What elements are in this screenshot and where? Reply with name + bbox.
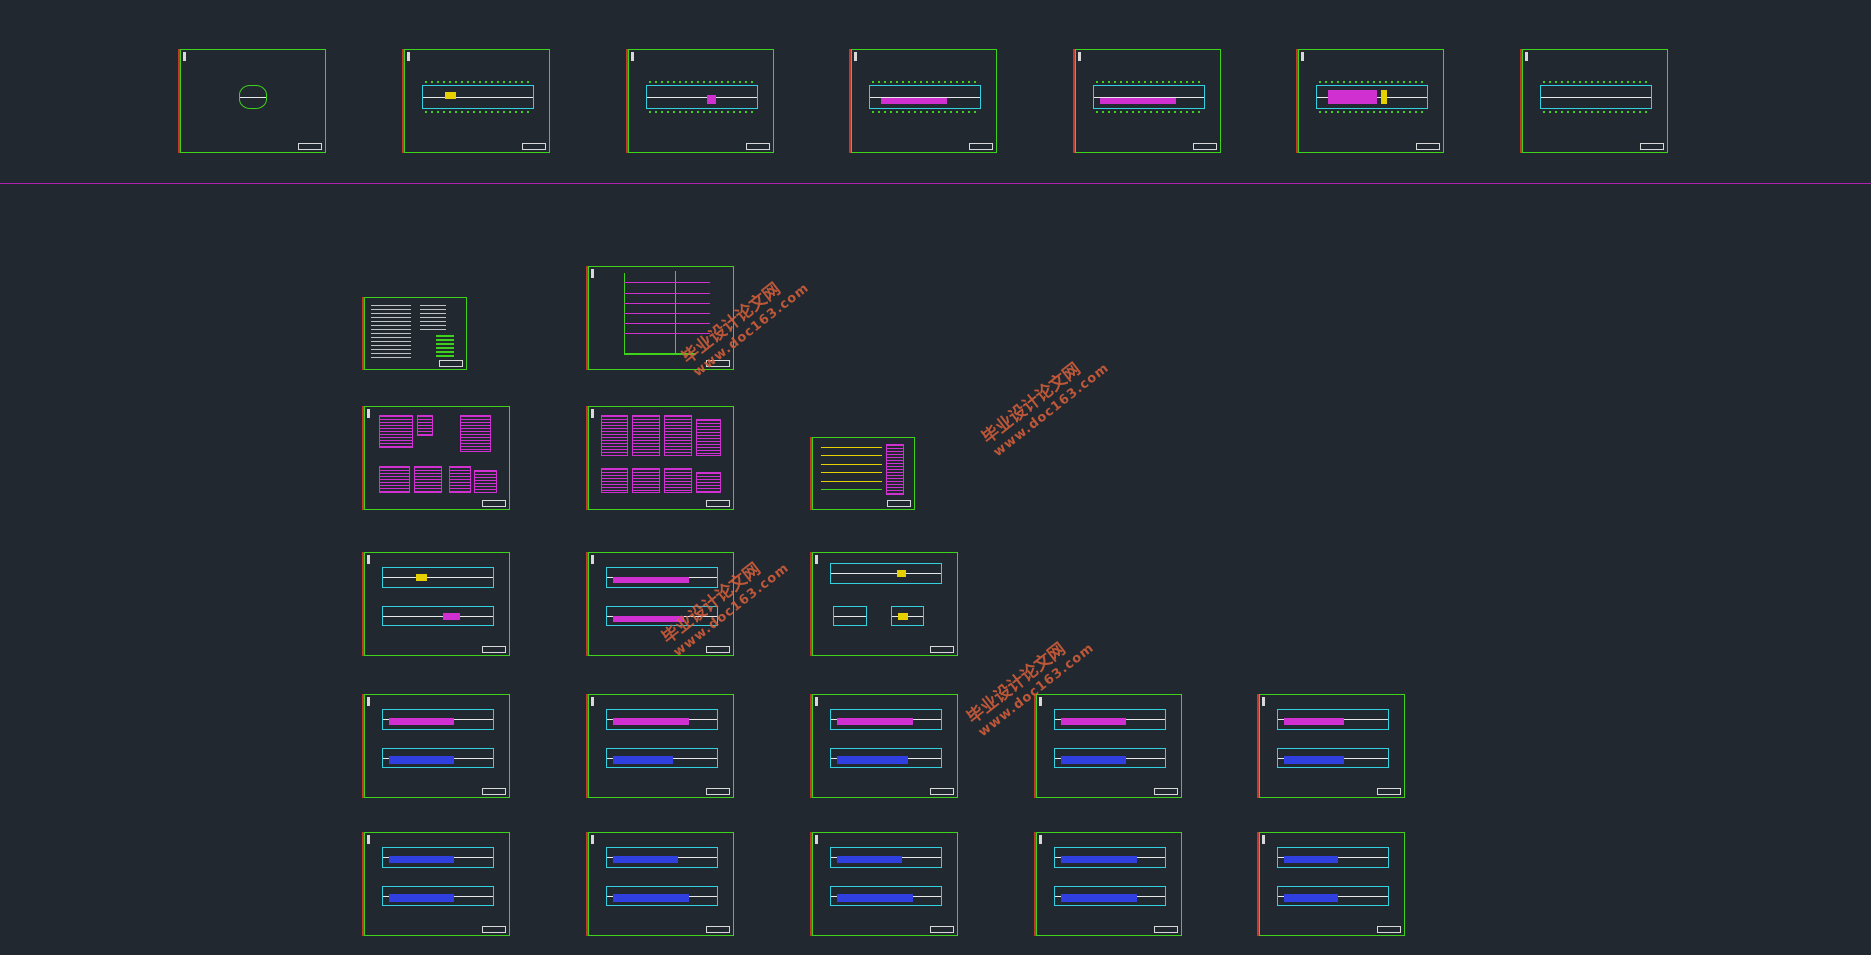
sheet-corner-mark	[183, 52, 186, 61]
sheet-corner-mark	[1301, 52, 1304, 61]
floor-plan-drawing	[830, 563, 942, 584]
sheet-double-plan-8[interactable]	[364, 832, 510, 936]
title-block	[887, 500, 911, 507]
sheet-corner-mark	[591, 409, 594, 418]
title-block	[930, 646, 954, 653]
sheet-corner-mark	[1078, 52, 1081, 61]
sheet-floor-plan-2[interactable]	[628, 49, 774, 153]
sheet-corner-mark	[367, 409, 370, 418]
building-outline	[238, 84, 267, 110]
sheet-legend-tables-1[interactable]	[364, 406, 510, 510]
dimension-line	[1096, 111, 1200, 114]
dimension-line	[1319, 111, 1423, 114]
notes-text-block	[419, 305, 446, 334]
sheet-double-plan-1[interactable]	[364, 552, 510, 656]
sheet-corner-mark	[631, 52, 634, 61]
dimension-line	[1319, 80, 1423, 83]
title-block	[439, 360, 463, 367]
title-block	[482, 500, 506, 507]
title-block	[930, 788, 954, 795]
title-block	[1154, 926, 1178, 933]
dimension-line	[425, 80, 529, 83]
title-block	[1193, 143, 1217, 150]
dimension-line	[425, 111, 529, 114]
sheet-double-plan-3[interactable]	[364, 694, 510, 798]
detail-plan-left	[833, 606, 867, 627]
dimension-line	[872, 111, 976, 114]
sheet-corner-mark	[591, 269, 594, 278]
sheet-double-plan-9[interactable]	[588, 832, 734, 936]
title-block	[706, 788, 730, 795]
sheet-corner-mark	[1525, 52, 1528, 61]
title-block	[969, 143, 993, 150]
sheet-double-plan-7[interactable]	[1259, 694, 1405, 798]
floor-plan-drawing	[1540, 84, 1652, 110]
dimension-line	[1096, 80, 1200, 83]
sheet-floor-plan-6[interactable]	[1522, 49, 1668, 153]
title-block	[1377, 926, 1401, 933]
floor-plan-drawing	[606, 567, 718, 588]
detail-plan-right	[890, 606, 925, 627]
dimension-line	[1543, 111, 1647, 114]
sheet-corner-mark	[407, 52, 410, 61]
material-table	[435, 334, 454, 359]
title-block	[522, 143, 546, 150]
sheet-floor-plan-1[interactable]	[404, 49, 550, 153]
title-block	[482, 646, 506, 653]
sheet-corner-mark	[854, 52, 857, 61]
title-block	[746, 143, 770, 150]
layout-separator-line	[0, 183, 1871, 184]
floor-plan-drawing	[646, 84, 758, 110]
sheet-riser-diagram[interactable]	[588, 266, 734, 370]
title-block	[1154, 788, 1178, 795]
sheet-site-plan[interactable]	[180, 49, 326, 153]
floor-plan-drawing	[382, 567, 494, 588]
floor-plan-drawing	[606, 606, 718, 627]
riser-base	[623, 352, 696, 355]
sheet-double-plan-11[interactable]	[1036, 832, 1182, 936]
sheet-floor-plan-3[interactable]	[851, 49, 997, 153]
sheet-plan-details[interactable]	[812, 552, 958, 656]
title-block	[482, 788, 506, 795]
title-block	[706, 360, 730, 367]
dimension-line	[649, 111, 753, 114]
dimension-line	[649, 80, 753, 83]
sheet-double-plan-2[interactable]	[588, 552, 734, 656]
dimension-line	[1543, 80, 1647, 83]
title-block	[930, 926, 954, 933]
title-block	[706, 500, 730, 507]
sheet-double-plan-4[interactable]	[588, 694, 734, 798]
title-block	[482, 926, 506, 933]
riser-pipe	[623, 273, 625, 353]
dimension-line	[872, 80, 976, 83]
sheet-design-notes[interactable]	[364, 297, 467, 370]
sheet-double-plan-12[interactable]	[1259, 832, 1405, 936]
floor-plan-drawing	[382, 606, 494, 627]
notes-text-block	[371, 305, 412, 359]
title-block	[1416, 143, 1440, 150]
title-block	[298, 143, 322, 150]
title-block	[706, 926, 730, 933]
sheet-floor-plan-5[interactable]	[1298, 49, 1444, 153]
sheet-double-plan-6[interactable]	[1036, 694, 1182, 798]
title-block	[1377, 788, 1401, 795]
floor-plan-drawing	[1316, 84, 1428, 110]
sheet-legend-tables-2[interactable]	[588, 406, 734, 510]
sheet-floor-plan-4[interactable]	[1075, 49, 1221, 153]
sheet-double-plan-10[interactable]	[812, 832, 958, 936]
sheet-double-plan-5[interactable]	[812, 694, 958, 798]
floor-plan-drawing	[422, 84, 534, 110]
title-block	[1640, 143, 1664, 150]
floor-plan-drawing	[1093, 84, 1205, 110]
watermark: 毕业设计论文网 www.doc163.com	[978, 359, 1113, 460]
floor-plan-drawing	[869, 84, 981, 110]
title-block	[706, 646, 730, 653]
sheet-system-diagram[interactable]	[812, 437, 915, 510]
